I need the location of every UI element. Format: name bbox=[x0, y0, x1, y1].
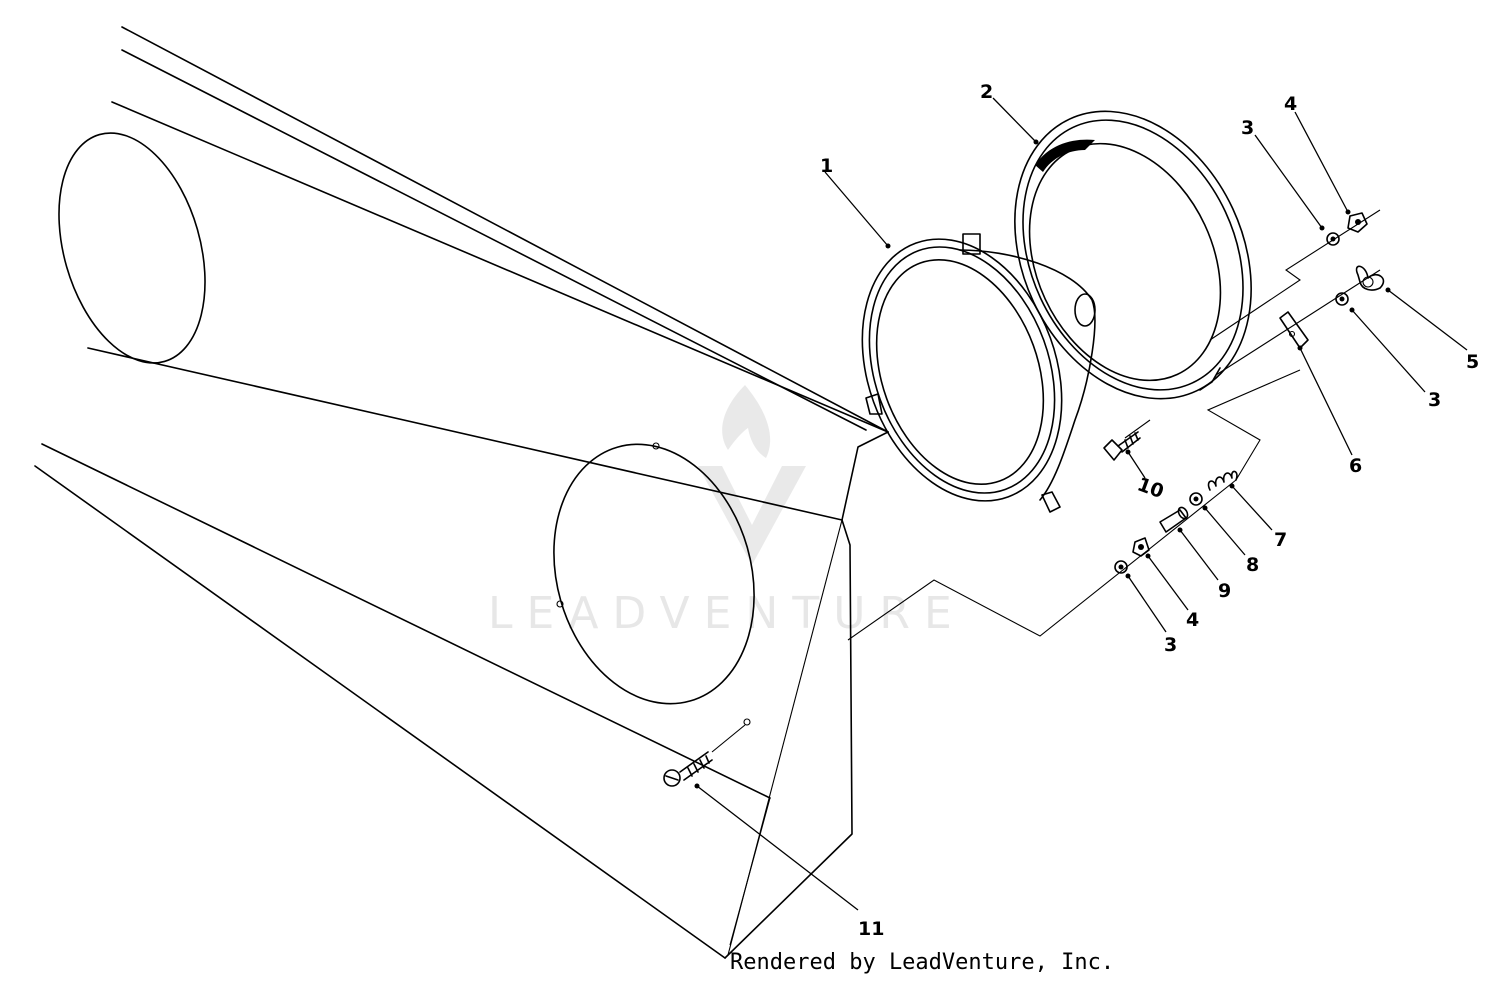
callout-5: 5 bbox=[1466, 351, 1479, 373]
callout-3: 3 bbox=[1164, 634, 1177, 656]
washer-icon bbox=[1189, 492, 1203, 506]
dash-panel bbox=[34, 26, 889, 959]
callout-6: 6 bbox=[1349, 455, 1362, 477]
right-headlight-opening bbox=[553, 443, 755, 705]
callout-10: 10 bbox=[1134, 473, 1166, 503]
wing-nut-icon bbox=[1355, 265, 1385, 291]
callout-3: 3 bbox=[1428, 389, 1441, 411]
callout-8: 8 bbox=[1246, 554, 1259, 576]
part-10-screw bbox=[1103, 431, 1141, 461]
callout-2: 2 bbox=[980, 81, 993, 103]
callout-9: 9 bbox=[1218, 580, 1231, 602]
callout-7: 7 bbox=[1274, 529, 1287, 551]
leadventure-logo-icon bbox=[698, 385, 806, 565]
callout-3: 3 bbox=[1241, 117, 1254, 139]
part-2-retaining-ring bbox=[1014, 110, 1252, 400]
part-11-screw bbox=[663, 751, 713, 787]
callout-11: 11 bbox=[858, 918, 884, 940]
leader-lines bbox=[694, 97, 1468, 911]
hardware-upper bbox=[1326, 212, 1385, 306]
washer-icon bbox=[1335, 292, 1349, 306]
part-1-sealed-beam bbox=[861, 233, 1096, 513]
part-6-bracket bbox=[1279, 311, 1309, 349]
left-headlight-opening bbox=[58, 132, 206, 364]
callout-4: 4 bbox=[1284, 93, 1297, 115]
callout-4: 4 bbox=[1186, 609, 1199, 631]
watermark: LEADVENTURE bbox=[488, 385, 952, 639]
nut-icon bbox=[1347, 212, 1368, 233]
spring-icon bbox=[1207, 470, 1238, 491]
render-credit: Rendered by LeadVenture, Inc. bbox=[730, 950, 1115, 975]
washer-icon bbox=[1326, 232, 1340, 246]
assembly-lines bbox=[711, 209, 1381, 753]
hardware-lower bbox=[1114, 470, 1238, 574]
callout-1: 1 bbox=[820, 155, 833, 177]
callout-labels: 1 2 3 4 5 3 6 10 7 8 9 4 3 11 bbox=[820, 81, 1479, 940]
